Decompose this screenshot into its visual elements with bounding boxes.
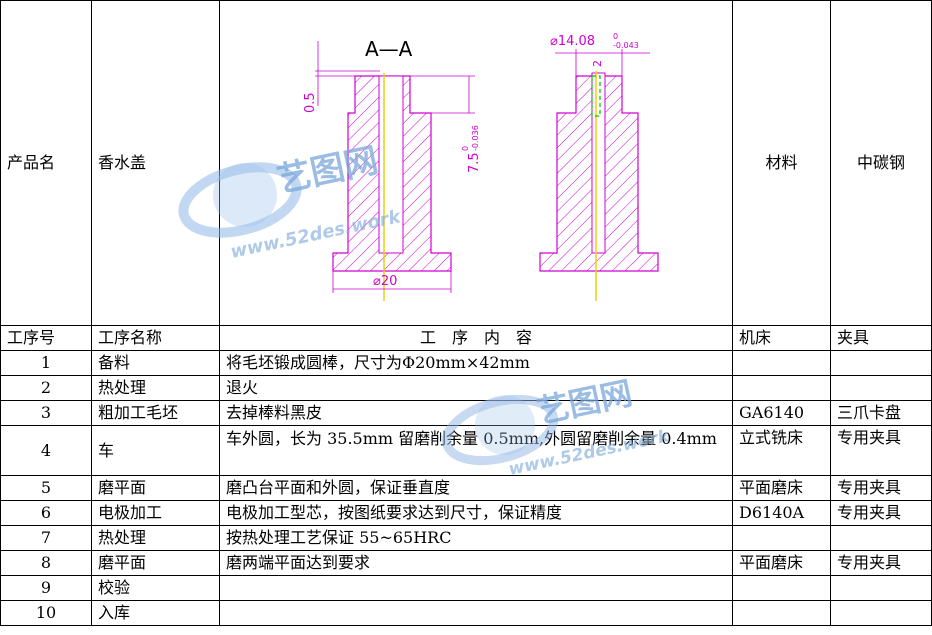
row-name: 车 — [91, 425, 220, 476]
row-content: 磨两端平面达到要求 — [219, 550, 733, 576]
table-row: 6 电极加工 电极加工型芯，按图纸要求达到尺寸，保证精度 D6140A 专用夹具 — [0, 500, 932, 526]
table-row: 3 粗加工毛坯 去掉棒料黑皮 GA6140 三爪卡盘 — [0, 400, 932, 426]
row-fixture — [830, 525, 932, 551]
row-name: 热处理 — [91, 525, 220, 551]
row-no: 1 — [0, 350, 92, 376]
row-name: 磨平面 — [91, 475, 220, 501]
row-content: 按热处理工艺保证 55~65HRC — [219, 525, 733, 551]
slot-outline — [591, 75, 601, 117]
col-content: 工 序 内 容 — [219, 325, 733, 351]
dim-top-tol-up: 0 — [613, 32, 618, 41]
section-left-view: A—A 0.5 7.5 0 -0.036 — [303, 37, 482, 301]
row-content: 电极加工型芯，按图纸要求达到尺寸，保证精度 — [219, 500, 733, 526]
row-name: 备料 — [91, 350, 220, 376]
row-content: 将毛坯锻成圆棒，尺寸为Φ20mm×42mm — [219, 350, 733, 376]
row-name: 热处理 — [91, 375, 220, 401]
section-bore — [378, 75, 404, 254]
table-row: 4 车 车外圆，长为 35.5mm 留磨削余量 0.5mm,外圆留磨削余量 0.… — [0, 425, 932, 476]
row-no: 9 — [0, 575, 92, 601]
col-name: 工序名称 — [91, 325, 220, 351]
dim-thickness: 0.5 — [303, 92, 318, 113]
row-no: 7 — [0, 525, 92, 551]
material-value: 中碳钢 — [830, 0, 932, 326]
dim-height-tol: 0 — [461, 146, 470, 151]
dim-slot: 2 — [591, 60, 604, 67]
row-fixture — [830, 375, 932, 401]
section-right-view: ⌀14.08 0 -0.043 2 — [539, 32, 659, 301]
row-content: 车外圆，长为 35.5mm 留磨削余量 0.5mm,外圆留磨削余量 0.4mm — [219, 425, 733, 476]
col-no: 工序号 — [0, 325, 92, 351]
row-name: 粗加工毛坯 — [91, 400, 220, 426]
header-row: 产品名 香水盖 A—A 0.5 — [0, 0, 932, 326]
row-machine — [732, 600, 831, 626]
row-fixture: 专用夹具 — [830, 475, 932, 501]
row-machine: D6140A — [732, 500, 831, 526]
row-content — [219, 600, 733, 626]
column-header-row: 工序号 工序名称 工 序 内 容 机床 夹具 — [0, 325, 932, 351]
row-fixture: 专用夹具 — [830, 425, 932, 476]
table-row: 5 磨平面 磨凸台平面和外圆，保证垂直度 平面磨床 专用夹具 — [0, 475, 932, 501]
row-machine — [732, 350, 831, 376]
dim-top-tol-low: -0.043 — [613, 41, 639, 50]
col-machine: 机床 — [732, 325, 831, 351]
right-bore — [591, 72, 606, 254]
dim-top-dia: ⌀14.08 — [550, 34, 595, 49]
table-row: 8 磨平面 磨两端平面达到要求 平面磨床 专用夹具 — [0, 550, 932, 576]
row-machine — [732, 575, 831, 601]
row-fixture — [830, 575, 932, 601]
product-value: 香水盖 — [91, 0, 220, 326]
row-name: 入库 — [91, 600, 220, 626]
row-content: 去掉棒料黑皮 — [219, 400, 733, 426]
row-no: 2 — [0, 375, 92, 401]
row-no: 4 — [0, 425, 92, 476]
row-no: 5 — [0, 475, 92, 501]
row-name: 电极加工 — [91, 500, 220, 526]
col-fixture: 夹具 — [830, 325, 932, 351]
dim-base-dia: ⌀20 — [373, 274, 397, 289]
row-machine — [732, 375, 831, 401]
row-machine: 平面磨床 — [732, 550, 831, 576]
material-label: 材料 — [732, 0, 831, 326]
table-row: 9 校验 — [0, 575, 932, 601]
row-content: 退火 — [219, 375, 733, 401]
table-row: 10 入库 — [0, 600, 932, 626]
part-drawing: A—A 0.5 7.5 0 -0.036 — [219, 0, 733, 326]
row-name: 磨平面 — [91, 550, 220, 576]
row-machine: GA6140 — [732, 400, 831, 426]
row-content — [219, 575, 733, 601]
row-machine: 平面磨床 — [732, 475, 831, 501]
product-label: 产品名 — [0, 0, 92, 326]
row-machine: 立式铣床 — [732, 425, 831, 476]
row-no: 10 — [0, 600, 92, 626]
row-no: 8 — [0, 550, 92, 576]
row-fixture: 专用夹具 — [830, 550, 932, 576]
row-fixture — [830, 600, 932, 626]
table-row: 2 热处理 退火 — [0, 375, 932, 401]
row-content: 磨凸台平面和外圆，保证垂直度 — [219, 475, 733, 501]
dim-height-tol-low: -0.036 — [471, 125, 480, 151]
row-fixture — [830, 350, 932, 376]
row-machine — [732, 525, 831, 551]
section-drawing-svg: A—A 0.5 7.5 0 -0.036 — [303, 32, 659, 301]
row-fixture: 三爪卡盘 — [830, 400, 932, 426]
table-row: 1 备料 将毛坯锻成圆棒，尺寸为Φ20mm×42mm — [0, 350, 932, 376]
table-row: 7 热处理 按热处理工艺保证 55~65HRC — [0, 525, 932, 551]
row-fixture: 专用夹具 — [830, 500, 932, 526]
row-no: 6 — [0, 500, 92, 526]
dim-height: 7.5 — [467, 152, 482, 173]
section-title: A—A — [365, 37, 413, 61]
row-no: 3 — [0, 400, 92, 426]
row-name: 校验 — [91, 575, 220, 601]
